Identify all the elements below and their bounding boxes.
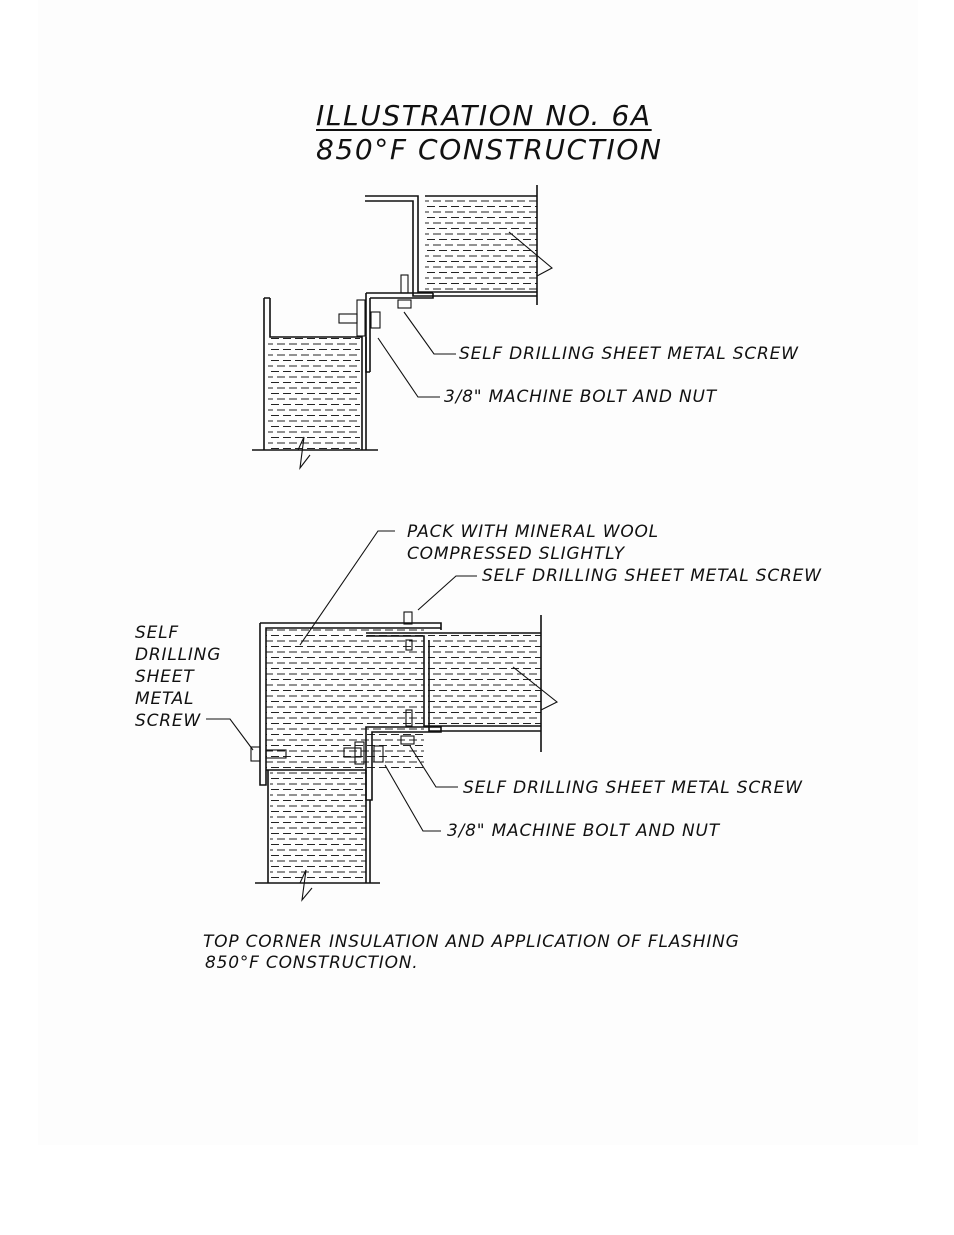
pack-label-line2: COMPRESSED SLIGHTLY: [407, 544, 625, 564]
upper-sheet-metal-screw: [397, 274, 412, 309]
top-screw-leader: [417, 575, 477, 611]
construction-subtitle: 850°F CONSTRUCTION: [316, 133, 663, 166]
upper-wall-insulation: [268, 337, 360, 450]
left-screw-label-line: METAL: [135, 689, 195, 709]
lower-roof-insulation: [428, 633, 541, 726]
upper-screw-label: SELF DRILLING SHEET METAL SCREW: [459, 344, 799, 364]
upper-bolt-leader: [377, 337, 440, 398]
lower-roof-panel-skin: [366, 615, 542, 752]
lower-sheet-metal-screws: [250, 611, 415, 762]
left-screw-leader: [206, 718, 254, 751]
corner-flashing: [259, 622, 442, 786]
drawing-sheet: [38, 0, 918, 1145]
pack-leader: [299, 530, 395, 646]
upper-roof-insulation: [425, 196, 537, 290]
lower-wall-insulation: [270, 770, 366, 883]
upper-roof-panel-skin: [365, 185, 538, 305]
upper-angle-clip: [365, 292, 434, 373]
right-screw-label: SELF DRILLING SHEET METAL SCREW: [463, 778, 803, 798]
left-screw-label-line: SELF: [135, 623, 179, 643]
upper-bolt-label: 3/8" MACHINE BOLT AND NUT: [444, 387, 717, 407]
lower-wall-panel-skin: [255, 769, 380, 884]
lower-bolt-leader: [384, 764, 441, 832]
upper-wall-panel-skin: [252, 297, 378, 451]
left-screw-label-line: DRILLING: [135, 645, 222, 665]
lower-machine-bolt: [343, 741, 384, 765]
lower-detail: [206, 530, 559, 902]
upper-wall-break-symbol: [297, 436, 311, 470]
lower-bolt-label: 3/8" MACHINE BOLT AND NUT: [447, 821, 720, 841]
upper-screw-leader: [403, 311, 456, 355]
figure-caption-line1: TOP CORNER INSULATION AND APPLICATION OF…: [203, 932, 740, 952]
top-screw-label: SELF DRILLING SHEET METAL SCREW: [482, 566, 822, 586]
illustration-title: ILLUSTRATION NO. 6A: [316, 99, 652, 132]
figure-caption-line2: 850°F CONSTRUCTION.: [205, 953, 419, 973]
right-screw-leader: [409, 745, 458, 788]
left-screw-label-line: SCREW: [135, 711, 202, 731]
pack-label-line1: PACK WITH MINERAL WOOL: [407, 522, 659, 542]
upper-machine-bolt: [338, 299, 381, 337]
lower-roof-break-symbol: [512, 666, 559, 711]
upper-detail: [252, 185, 553, 470]
upper-roof-break-symbol: [508, 231, 553, 277]
lower-wall-break-symbol: [299, 869, 313, 902]
mineral-wool-pack: [266, 628, 424, 768]
left-screw-label-line: SHEET: [135, 667, 195, 687]
